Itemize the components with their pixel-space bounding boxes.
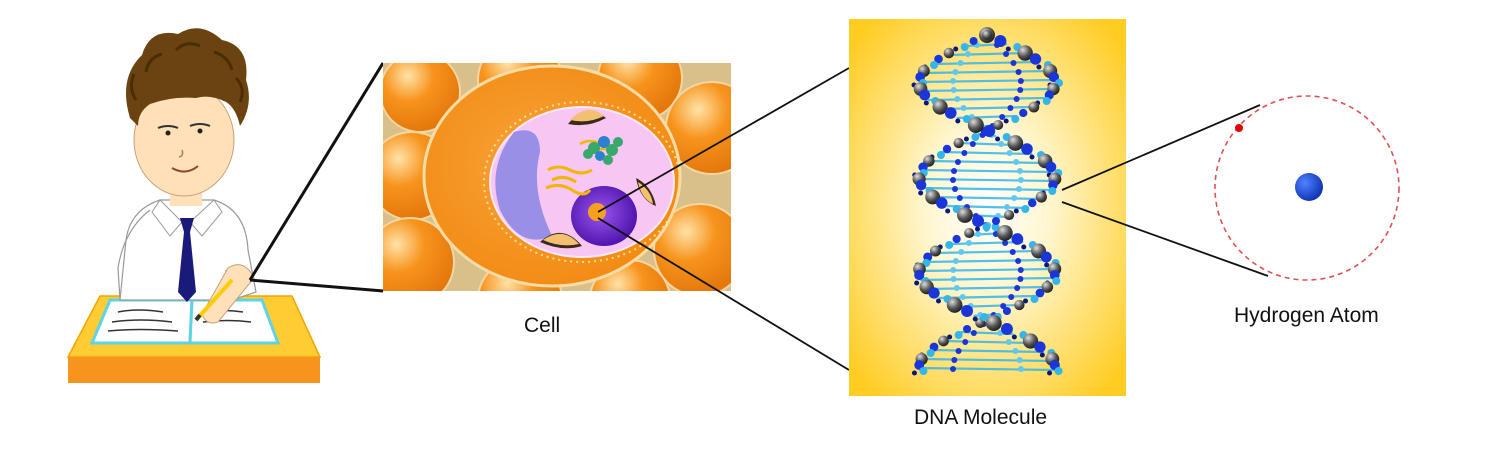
cell-label: Cell: [524, 314, 561, 337]
hydrogen-atom-label: Hydrogen Atom: [1234, 304, 1379, 327]
hydrogen-atom-illustration: [1214, 95, 1400, 281]
dna-helix-illustration: [849, 19, 1126, 396]
zoom-lines-dna: [597, 67, 850, 371]
cell-illustration: [383, 63, 731, 291]
electron-dot: [1235, 124, 1243, 132]
zoom-lines-cell: [248, 62, 385, 293]
zoom-lines-atom: [1061, 104, 1269, 277]
student-illustration: [66, 28, 322, 383]
orbit-ring: [1214, 95, 1400, 281]
dna-molecule-label: DNA Molecule: [914, 406, 1048, 429]
proton-nucleus: [1295, 173, 1323, 201]
